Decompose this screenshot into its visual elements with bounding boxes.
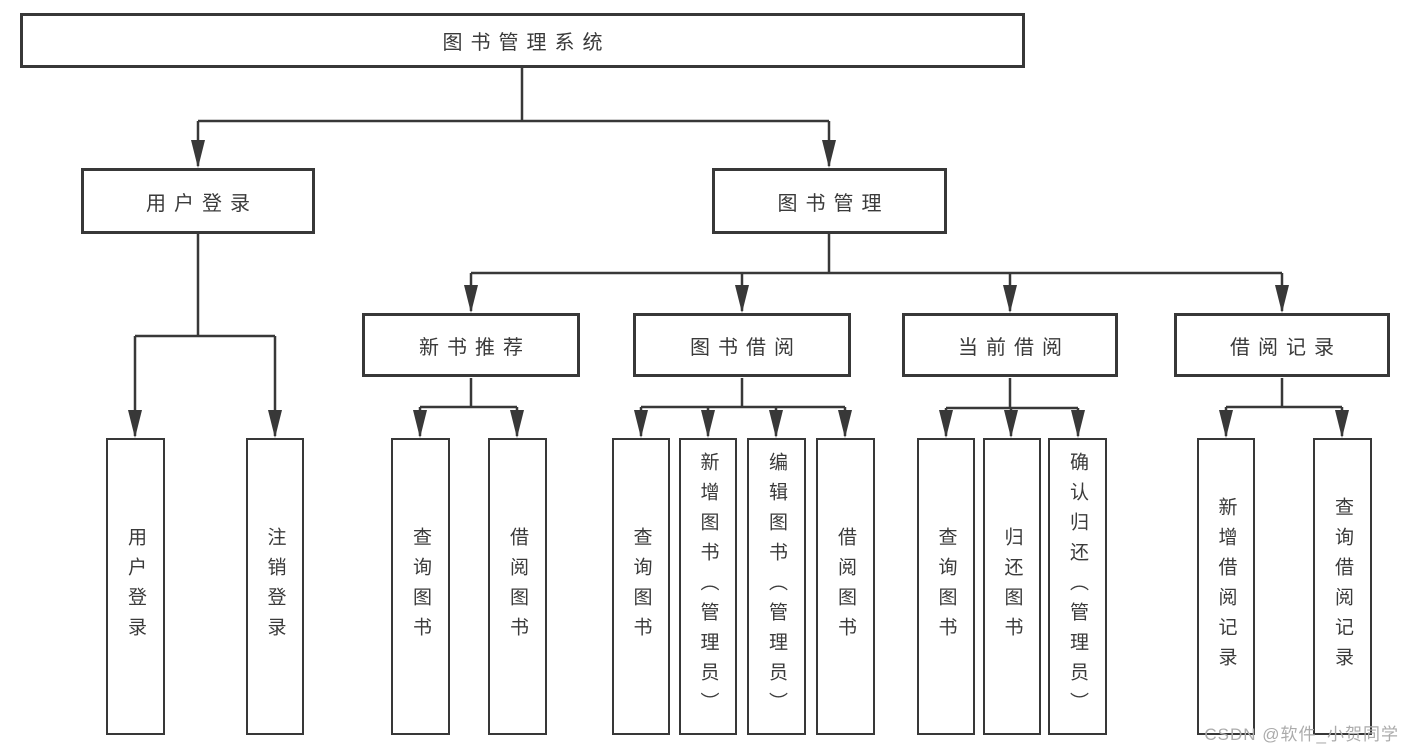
leaf-logout: 注销登录 xyxy=(246,438,304,735)
leaf-label: 用户登录 xyxy=(125,526,146,647)
leaf-label: 新增借阅记录 xyxy=(1215,496,1237,677)
node-label: 图书管理系统 xyxy=(442,32,611,54)
node-new-book-recommendation: 新书推荐 xyxy=(362,313,580,377)
node-label: 用户登录 xyxy=(146,192,258,215)
leaf-label: 查询图书 xyxy=(630,526,652,647)
leaf-label: 借阅图书 xyxy=(835,526,856,647)
leaf-label: 借阅图书 xyxy=(507,526,528,647)
leaf-label: 确认归还（管理员） xyxy=(1067,451,1088,722)
leaf-bb-add-books-admin: 新增图书（管理员） xyxy=(679,438,737,735)
leaf-user-login: 用户登录 xyxy=(106,438,165,735)
leaf-label: 注销登录 xyxy=(264,526,286,647)
node-borrowing-records: 借阅记录 xyxy=(1174,313,1390,377)
leaf-rec-borrow-books: 借阅图书 xyxy=(488,438,547,735)
node-label: 新书推荐 xyxy=(419,336,531,359)
leaf-label: 新增图书（管理员） xyxy=(697,451,719,722)
leaf-label: 编辑图书（管理员） xyxy=(766,451,787,722)
leaf-cb-return-books: 归还图书 xyxy=(983,438,1041,735)
leaf-cb-confirm-return-admin: 确认归还（管理员） xyxy=(1048,438,1107,735)
leaf-br-add-borrow-record: 新增借阅记录 xyxy=(1197,438,1255,735)
node-label: 图书借阅 xyxy=(690,336,802,359)
node-book-management-system: 图书管理系统 xyxy=(20,13,1025,68)
leaf-label: 查询借阅记录 xyxy=(1332,496,1353,677)
node-label: 图书管理 xyxy=(777,192,890,215)
leaf-cb-search-books: 查询图书 xyxy=(917,438,975,735)
leaf-bb-search-books: 查询图书 xyxy=(612,438,670,735)
leaf-label: 查询图书 xyxy=(935,526,957,647)
leaf-rec-search-books: 查询图书 xyxy=(391,438,450,735)
node-book-borrowing: 图书借阅 xyxy=(633,313,851,377)
edge-trunks-and-splits xyxy=(135,68,1342,410)
leaf-label: 归还图书 xyxy=(1001,526,1023,647)
node-book-management: 图书管理 xyxy=(712,168,947,234)
csdn-watermark: CSDN @软件_小贺同学 xyxy=(1204,725,1399,744)
leaf-bb-edit-books-admin: 编辑图书（管理员） xyxy=(747,438,806,735)
leaf-label: 查询图书 xyxy=(410,526,431,647)
node-user-login: 用户登录 xyxy=(81,168,315,234)
leaf-bb-borrow-books: 借阅图书 xyxy=(816,438,875,735)
node-current-borrowing: 当前借阅 xyxy=(902,313,1118,377)
node-label: 借阅记录 xyxy=(1230,336,1342,359)
node-label: 当前借阅 xyxy=(958,336,1070,359)
leaf-br-search-borrow-record: 查询借阅记录 xyxy=(1313,438,1372,735)
